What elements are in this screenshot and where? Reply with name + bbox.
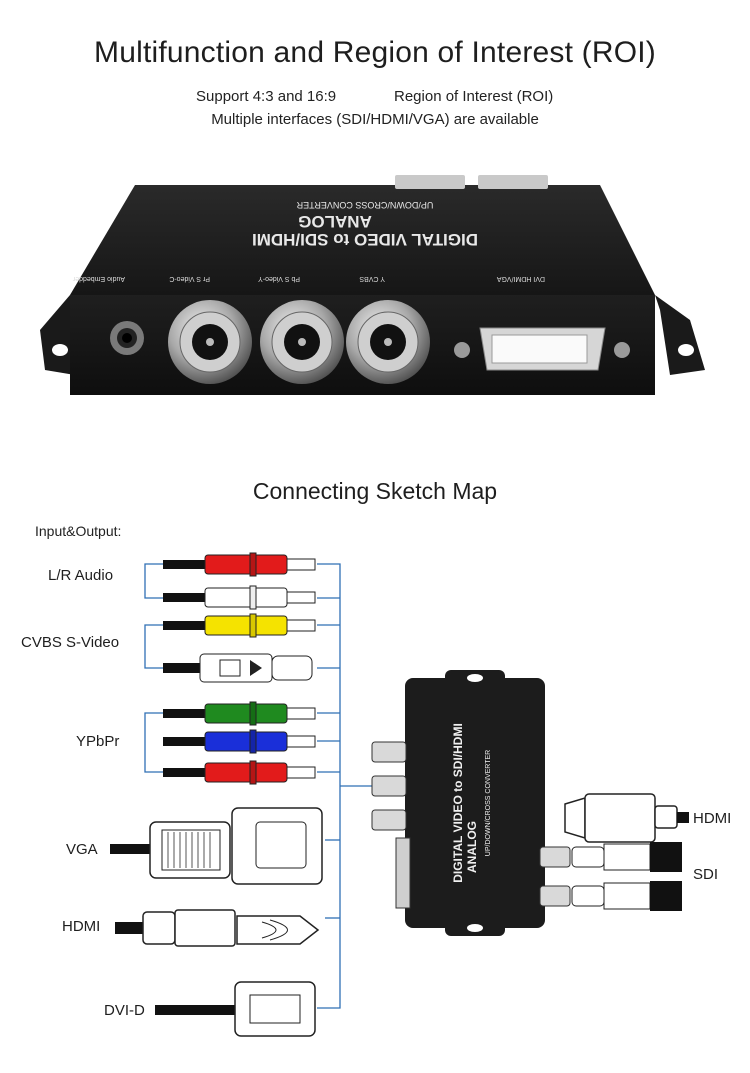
port-label-audio: Audio Embedder xyxy=(72,275,125,282)
bnc-pb xyxy=(260,300,344,384)
port-label-pb: Pb S Video-Y xyxy=(258,275,300,282)
rca-green-y xyxy=(163,701,316,726)
rca-blue-pb xyxy=(163,729,316,754)
vga-plug xyxy=(110,807,323,885)
front-port-labels: Audio Embedder Pr S Video-C Pb S Video-Y… xyxy=(72,275,545,282)
dvi-port xyxy=(454,327,630,371)
output-label-sdi: SDI xyxy=(693,866,719,883)
port-label-pr: Pr S Video-C xyxy=(169,275,210,282)
rca-yellow-cvbs xyxy=(163,613,316,638)
mounting-hole-left xyxy=(52,344,68,356)
dvi-d-plug xyxy=(155,981,316,1037)
top-text-line2: ANALOG xyxy=(298,212,372,231)
input-label-ypbpr: YPbPr xyxy=(76,733,120,750)
device-text-line3: UP/DOWN/CROSS CONVERTER xyxy=(485,750,492,856)
sdi-plug-output-2 xyxy=(571,881,682,911)
device-top xyxy=(70,185,655,295)
connection-sketch: DIGITAL VIDEO to SDI/HDMI ANALOG UP/DOWN… xyxy=(110,552,689,1037)
bnc-y xyxy=(346,300,430,384)
input-label-vga: VGA xyxy=(66,841,98,858)
mounting-ear-right xyxy=(655,295,705,375)
feature-roi: Region of Interest (ROI) xyxy=(394,88,554,105)
top-text-line3: UP/DOWN/CROSS CONVERTER xyxy=(296,200,433,210)
rca-red-audio xyxy=(163,552,316,577)
feature-interfaces: Multiple interfaces (SDI/HDMI/VGA) are a… xyxy=(211,111,539,128)
port-label-dvi: DVI HDMI/VGA xyxy=(496,275,545,282)
rear-hdmi-port xyxy=(395,175,465,189)
rca-white-audio xyxy=(163,585,316,610)
bnc-pr xyxy=(168,300,252,384)
input-label-hdmi: HDMI xyxy=(62,918,101,935)
input-label-dvi-d: DVI-D xyxy=(104,1002,145,1019)
input-brackets xyxy=(144,563,400,1009)
hdmi-plug-output xyxy=(564,793,689,843)
feature-aspect-ratio: Support 4:3 and 16:9 xyxy=(196,88,337,105)
top-text-line1: DIGITAL VIDEO to SDI/HDMI xyxy=(252,230,478,249)
device-text-line2: ANALOG xyxy=(465,821,479,873)
device-top-text: DIGITAL VIDEO to SDI/HDMI ANALOG UP/DOWN… xyxy=(252,200,478,249)
input-label-lr-audio: L/R Audio xyxy=(48,567,114,584)
device-photo: DIGITAL VIDEO to SDI/HDMI ANALOG UP/DOWN… xyxy=(40,175,705,395)
input-label-cvbs-svideo: CVBS S-Video xyxy=(21,634,120,651)
port-label-y: Y CVBS xyxy=(359,275,385,282)
hdmi-plug-input xyxy=(115,909,320,947)
converter-device: DIGITAL VIDEO to SDI/HDMI ANALOG UP/DOWN… xyxy=(371,670,571,936)
sdi-plug-output-1 xyxy=(571,842,682,872)
device-text-line1: DIGITAL VIDEO to SDI/HDMI xyxy=(451,723,465,883)
svideo-plug xyxy=(163,653,313,683)
bracket-ticks xyxy=(317,597,340,919)
page-title: Multifunction and Region of Interest (RO… xyxy=(94,36,656,69)
output-label-hdmi: HDMI xyxy=(693,810,732,827)
sketch-title: Connecting Sketch Map xyxy=(252,478,498,504)
rear-sdi-port xyxy=(478,175,548,189)
io-label: Input&Output: xyxy=(35,523,122,539)
mounting-hole-right xyxy=(678,344,694,356)
rca-red-pr xyxy=(163,760,316,785)
